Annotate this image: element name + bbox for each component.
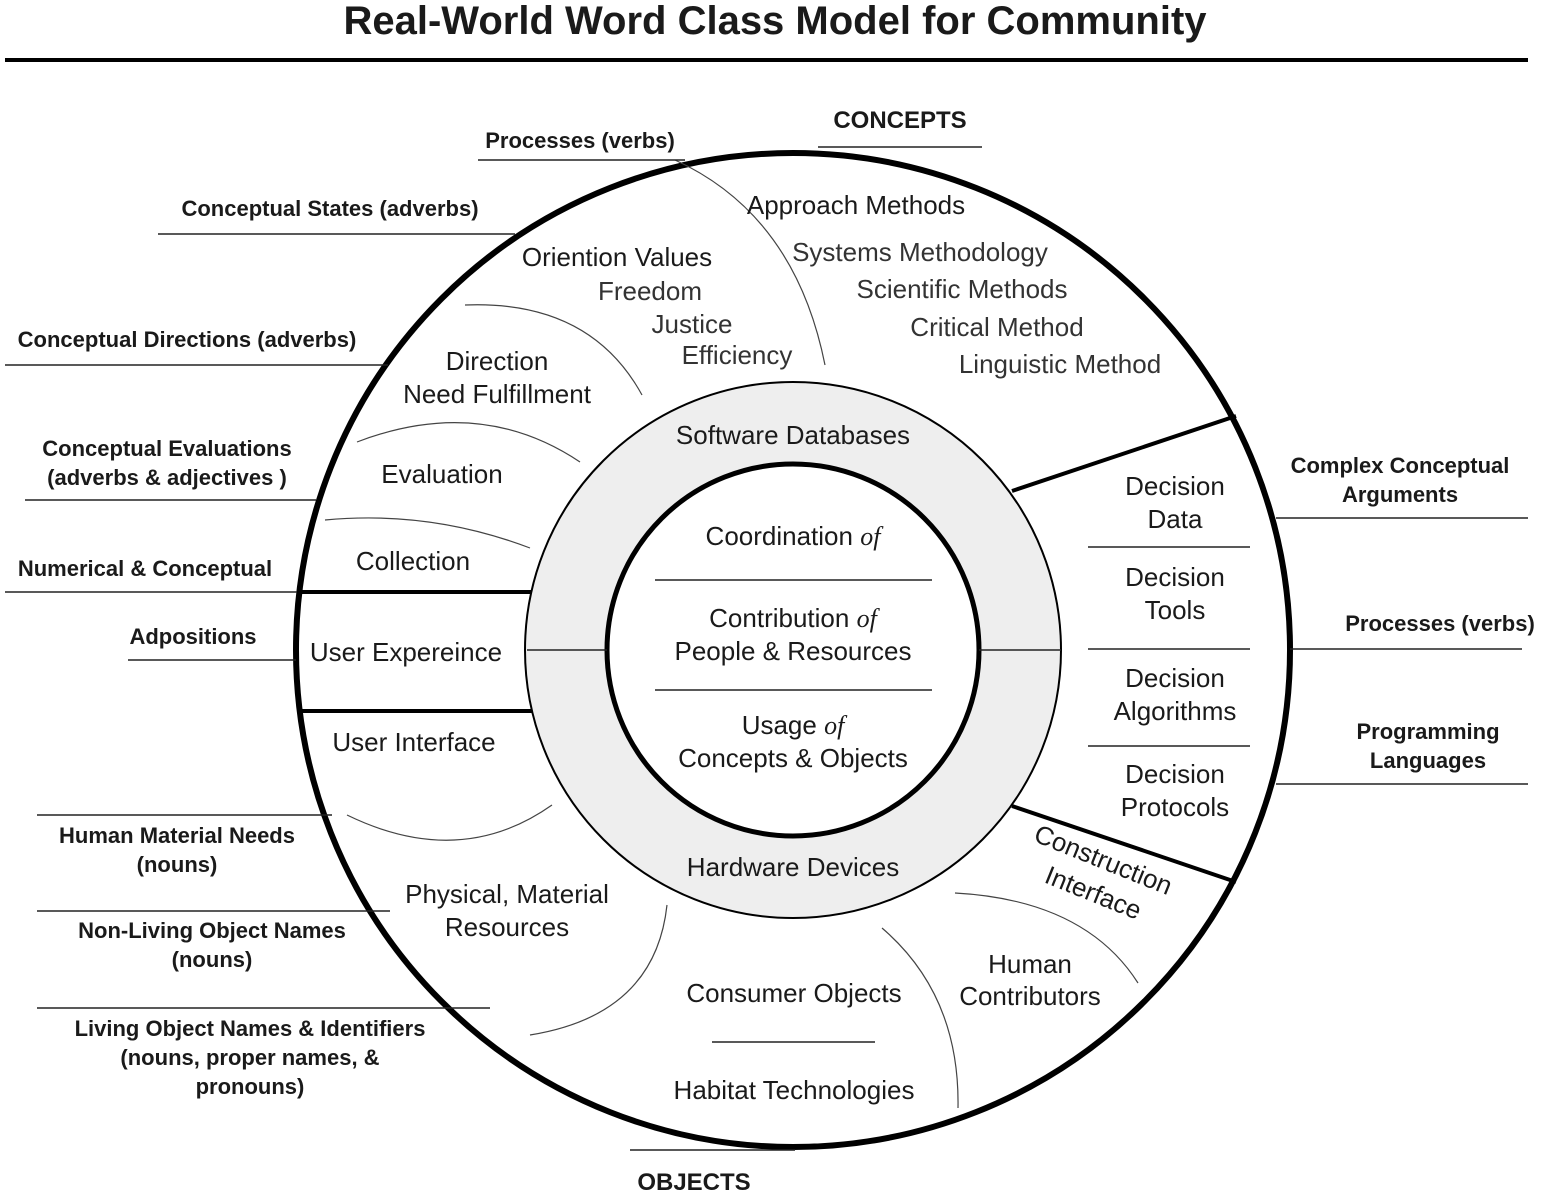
decision-algorithms-1: Decision: [1125, 663, 1225, 693]
label-programming-2: Languages: [1370, 748, 1486, 773]
diagram-title: Real-World Word Class Model for Communit…: [343, 0, 1207, 43]
evaluation: Evaluation: [381, 459, 502, 489]
decision-section-bottom: [1011, 804, 1237, 884]
label-conceptual-directions: Conceptual Directions (adverbs): [18, 327, 357, 352]
arc-non-living: [529, 904, 668, 1036]
user-interface: User Interface: [332, 727, 495, 757]
decision-tools-2: Tools: [1145, 595, 1206, 625]
collection: Collection: [356, 546, 470, 576]
direction-1: Direction: [446, 346, 549, 376]
decision-algorithms-2: Algorithms: [1114, 696, 1237, 726]
label-numerical: Numerical & Conceptual: [18, 556, 272, 581]
hardware-devices: Hardware Devices: [687, 852, 899, 882]
label-non-living-2: (nouns): [172, 947, 253, 972]
arc-processes: [674, 159, 826, 366]
decision-data-1: Decision: [1125, 471, 1225, 501]
label-complex-2: Arguments: [1342, 482, 1458, 507]
label-living-1: Living Object Names & Identifiers: [75, 1016, 426, 1041]
orientation-values: Oriention Values: [522, 242, 712, 272]
label-processes-left: Processes (verbs): [485, 128, 675, 153]
arc-construction: [954, 892, 1139, 984]
label-complex-1: Complex Conceptual: [1291, 453, 1510, 478]
outer-circle: [293, 150, 1293, 1150]
core-coordination: Coordination of: [706, 521, 885, 551]
arc-evaluations: [324, 517, 531, 549]
user-experience: User Expereince: [310, 637, 502, 667]
physical-2: Resources: [445, 912, 569, 942]
label-programming-1: Programming: [1356, 719, 1499, 744]
label-adpositions: Adpositions: [129, 624, 256, 649]
core-contribution: Contribution of: [709, 603, 880, 633]
orientation-item-2: Efficiency: [682, 340, 793, 370]
arc-states: [464, 304, 643, 396]
approach-methods: Approach Methods: [747, 190, 965, 220]
arc-human-needs: [346, 804, 553, 841]
label-objects: OBJECTS: [637, 1169, 750, 1196]
approach-item-2: Critical Method: [910, 312, 1083, 342]
decision-tools-1: Decision: [1125, 562, 1225, 592]
consumer-objects: Consumer Objects: [686, 978, 901, 1008]
label-conceptual-evaluations-1: Conceptual Evaluations: [42, 436, 291, 461]
orientation-item-0: Freedom: [598, 276, 702, 306]
direction-2: Need Fulfillment: [403, 379, 592, 409]
approach-item-0: Systems Methodology: [792, 237, 1048, 267]
approach-item-3: Linguistic Method: [959, 349, 1161, 379]
human-contributors-1: Human: [988, 949, 1072, 979]
label-non-living-1: Non-Living Object Names: [78, 918, 346, 943]
decision-protocols-2: Protocols: [1121, 792, 1229, 822]
arc-living: [881, 927, 959, 1109]
label-conceptual-states: Conceptual States (adverbs): [181, 196, 478, 221]
core-concepts-objects: Concepts & Objects: [678, 743, 908, 773]
approach-item-1: Scientific Methods: [857, 274, 1068, 304]
decision-protocols-1: Decision: [1125, 759, 1225, 789]
core-usage: Usage of: [742, 710, 848, 740]
label-concepts: CONCEPTS: [833, 107, 966, 134]
physical-1: Physical, Material: [405, 879, 609, 909]
decision-data-2: Data: [1148, 504, 1203, 534]
orientation-item-1: Justice: [652, 309, 733, 339]
label-human-needs-2: (nouns): [137, 852, 218, 877]
label-living-2: (nouns, proper names, &: [120, 1045, 379, 1070]
decision-section-top: [1011, 414, 1237, 493]
label-living-3: pronouns): [196, 1074, 305, 1099]
core-people-resources: People & Resources: [674, 636, 911, 666]
arc-directions: [356, 422, 581, 463]
label-human-needs-1: Human Material Needs: [59, 823, 295, 848]
label-processes-right: Processes (verbs): [1345, 611, 1535, 636]
software-databases: Software Databases: [676, 420, 910, 450]
human-contributors-2: Contributors: [959, 981, 1101, 1011]
habitat-technologies: Habitat Technologies: [674, 1075, 915, 1105]
label-conceptual-evaluations-2: (adverbs & adjectives ): [47, 465, 287, 490]
